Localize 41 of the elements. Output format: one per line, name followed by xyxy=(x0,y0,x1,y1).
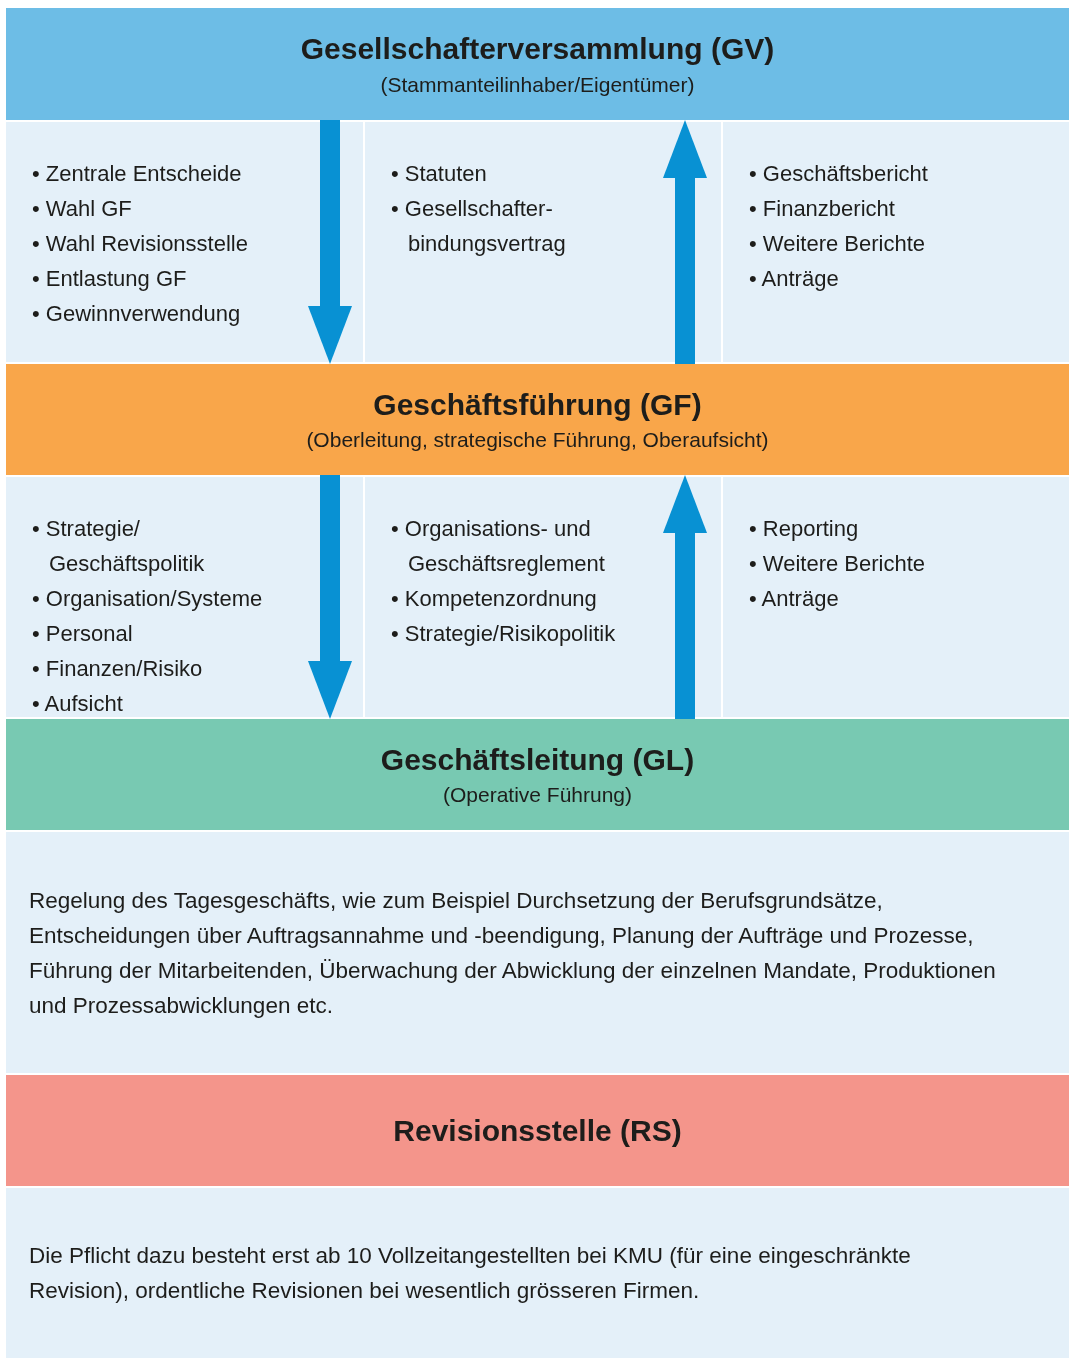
text-panel xyxy=(6,1188,1069,1358)
list-item: • Personal xyxy=(32,620,134,648)
arrow xyxy=(308,120,352,364)
section-title: Geschäftsleitung (GL) xyxy=(380,741,695,778)
section-title: Gesellschafterversammlung (GV) xyxy=(300,31,775,68)
section-subtitle: (Operative Führung) xyxy=(442,782,633,809)
header-band xyxy=(6,8,1069,120)
section-title: Revisionsstelle (RS) xyxy=(393,1112,682,1149)
list-item: • Gesellschafter- bindungsvertrag xyxy=(391,195,567,258)
text-panel xyxy=(6,832,1069,1073)
list-item: • Wahl GF xyxy=(32,195,133,223)
list-item: • Kompetenzordnung xyxy=(391,585,598,613)
paragraph: Regelung des Tagesgeschäfts, wie zum Beispiel Durchsetzung der Berufsgrundsätze, Entscheidungen über Auftragsannahme und -beendigung, Planung der Aufträge und Prozesse, Führung der Mitarbeitenden, Überwachung der Abwicklung der einzelnen Mandate, Produktionen und Prozessabwicklungen etc. xyxy=(29,886,997,1020)
header-band xyxy=(6,364,1069,475)
arrow xyxy=(663,120,707,364)
header-band xyxy=(6,719,1069,830)
arrow xyxy=(308,475,352,719)
list-item: • Strategie/Risikopolitik xyxy=(391,620,617,648)
list-item: • Anträge xyxy=(749,265,840,293)
list-item: • Strategie/ Geschäftspolitik xyxy=(32,515,206,578)
list-item: • Organisations- und Geschäftsreglement xyxy=(391,515,606,578)
list-item: • Entlastung GF xyxy=(32,265,188,293)
paragraph: Die Pflicht dazu besteht erst ab 10 Vollzeitangestellten bei KMU (für eine eingeschränkte Revision), ordentliche Revisionen bei wesentlich grösseren Firmen. xyxy=(29,1242,912,1305)
section-subtitle: (Stammanteilinhaber/Eigentümer) xyxy=(380,71,695,98)
list-item: • Wahl Revisionsstelle xyxy=(32,230,249,258)
section-title: Geschäftsführung (GF) xyxy=(373,386,702,423)
list-item: • Finanzbericht xyxy=(749,195,896,223)
list-item: • Anträge xyxy=(749,585,840,613)
header-band xyxy=(6,1075,1069,1186)
list-item: • Gewinnverwendung xyxy=(32,300,242,328)
list-item: • Zentrale Entscheide xyxy=(32,160,243,188)
section-subtitle: (Oberleitung, strategische Führung, Oberaufsicht) xyxy=(306,427,769,454)
list-item: • Organisation/Systeme xyxy=(32,585,264,613)
list-item: • Statuten xyxy=(391,160,488,188)
arrow xyxy=(663,475,707,719)
list-item: • Reporting xyxy=(749,515,860,543)
list-item: • Weitere Berichte xyxy=(749,550,927,578)
list-item: • Geschäftsbericht xyxy=(749,160,929,188)
list-item: • Aufsicht xyxy=(32,690,124,718)
list-item: • Weitere Berichte xyxy=(749,230,927,258)
list-item: • Finanzen/Risiko xyxy=(32,655,204,683)
